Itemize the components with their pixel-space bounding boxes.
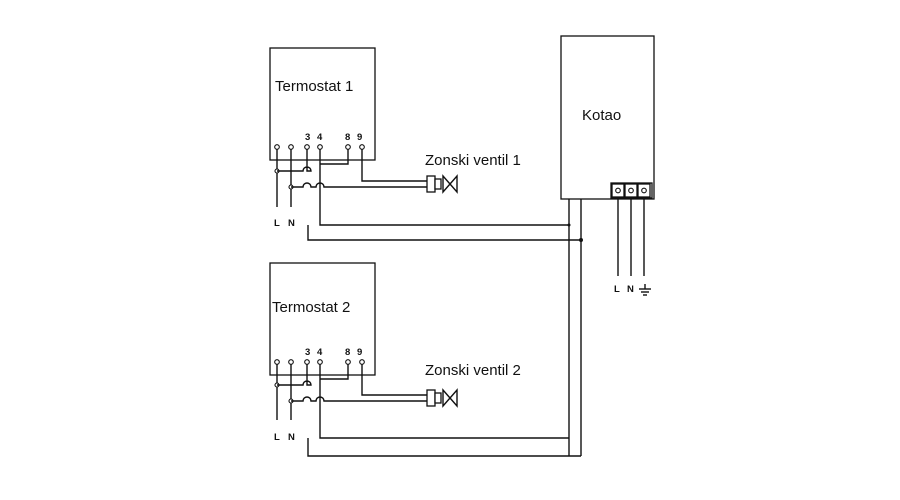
thermostat-1-supply-l: L — [274, 218, 280, 229]
thermostat-2-terminal-4: 4 — [317, 347, 323, 358]
zone-valve-2-label: Zonski ventil 2 — [425, 362, 521, 379]
thermostat-1-title: Termostat 1 — [275, 78, 353, 95]
boiler-box — [560, 35, 655, 200]
thermostat-1-terminal-block — [274, 144, 365, 150]
thermostat-1-terminal-9: 9 — [357, 132, 362, 143]
thermostat-2-terminal-8: 8 — [345, 347, 350, 358]
thermostat-1-supply-n: N — [288, 218, 295, 229]
boiler-label: Kotao — [582, 107, 621, 124]
boiler-supply-l: L — [614, 284, 620, 295]
thermostat-1-terminal-3: 3 — [305, 132, 310, 143]
thermostat-2-wiring — [274, 364, 569, 439]
thermostat-2-terminal-3: 3 — [305, 347, 310, 358]
zone-valve-2-actuator — [426, 389, 436, 407]
zone-valve-2: Zonski ventil 2 — [425, 362, 521, 408]
boiler-supply-n: N — [627, 284, 634, 295]
thermostat-2-return-wire — [307, 438, 581, 457]
thermostat-2-box — [269, 262, 376, 376]
zone-valve-2-body — [442, 388, 458, 408]
thermostat-2-supply-l: L — [274, 432, 280, 443]
thermostat-1-wiring — [274, 149, 569, 226]
thermostat-1-terminal-4: 4 — [317, 132, 323, 143]
thermostat-2-terminal-9: 9 — [357, 347, 362, 358]
ground-icon — [639, 284, 651, 296]
zone-valve-1-actuator — [426, 175, 436, 193]
zone-valve-1: Zonski ventil 1 — [425, 152, 521, 194]
zone-valve-1-label: Zonski ventil 1 — [425, 152, 521, 169]
boiler: Kotao L N — [560, 35, 655, 456]
thermostat-1-box — [269, 47, 376, 161]
thermostat-2-title: Termostat 2 — [272, 299, 350, 316]
boiler-terminal-block — [610, 182, 653, 199]
thermostat-1-terminal-8: 8 — [345, 132, 350, 143]
zone-valve-1-body — [442, 174, 458, 194]
thermostat-1: Termostat 1 3 4 8 9 — [269, 47, 569, 229]
thermostat-2: Termostat 2 3 4 8 9 L N — [269, 262, 569, 443]
common-link-wire — [307, 225, 581, 241]
thermostat-2-supply-n: N — [288, 432, 295, 443]
